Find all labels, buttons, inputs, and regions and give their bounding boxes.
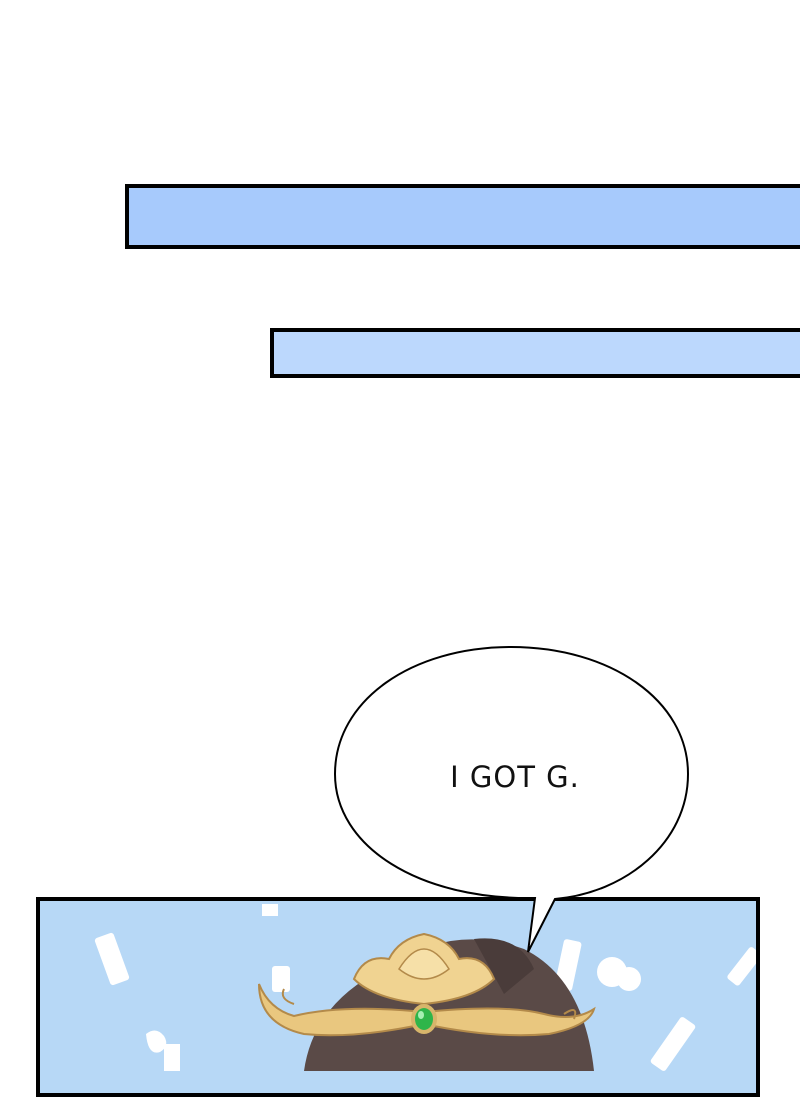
- speech-bubble: [333, 645, 690, 953]
- confetti-decoration: [94, 904, 756, 1071]
- green-gem-icon: [411, 1004, 437, 1034]
- caption-bar-bottom: [270, 328, 800, 378]
- panel-artwork: [94, 904, 756, 1071]
- caption-bar-top: [125, 184, 800, 249]
- golden-crown-illustration: [258, 932, 596, 1037]
- hair-illustration: [304, 938, 594, 1071]
- comic-panel: [36, 897, 760, 1097]
- speech-bubble-text: I GOT G.: [450, 760, 580, 794]
